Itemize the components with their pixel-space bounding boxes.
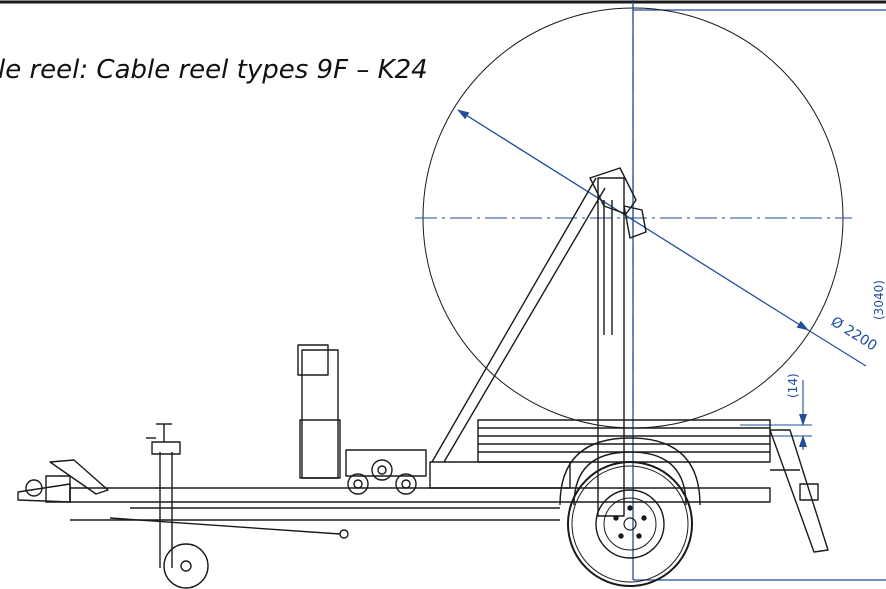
clearance-label: (14) bbox=[786, 373, 800, 398]
drawing-caption: le reel: Cable reel types 9F – K24 bbox=[0, 55, 428, 85]
dimension-frame bbox=[632, 4, 886, 581]
trailer-drawing bbox=[17, 167, 829, 589]
diameter-leader bbox=[807, 329, 867, 367]
diameter-dimension-line bbox=[457, 109, 809, 331]
clearance-dimension bbox=[740, 380, 812, 450]
height-label: (3040) bbox=[872, 280, 886, 320]
trailer-wheel bbox=[567, 461, 693, 587]
